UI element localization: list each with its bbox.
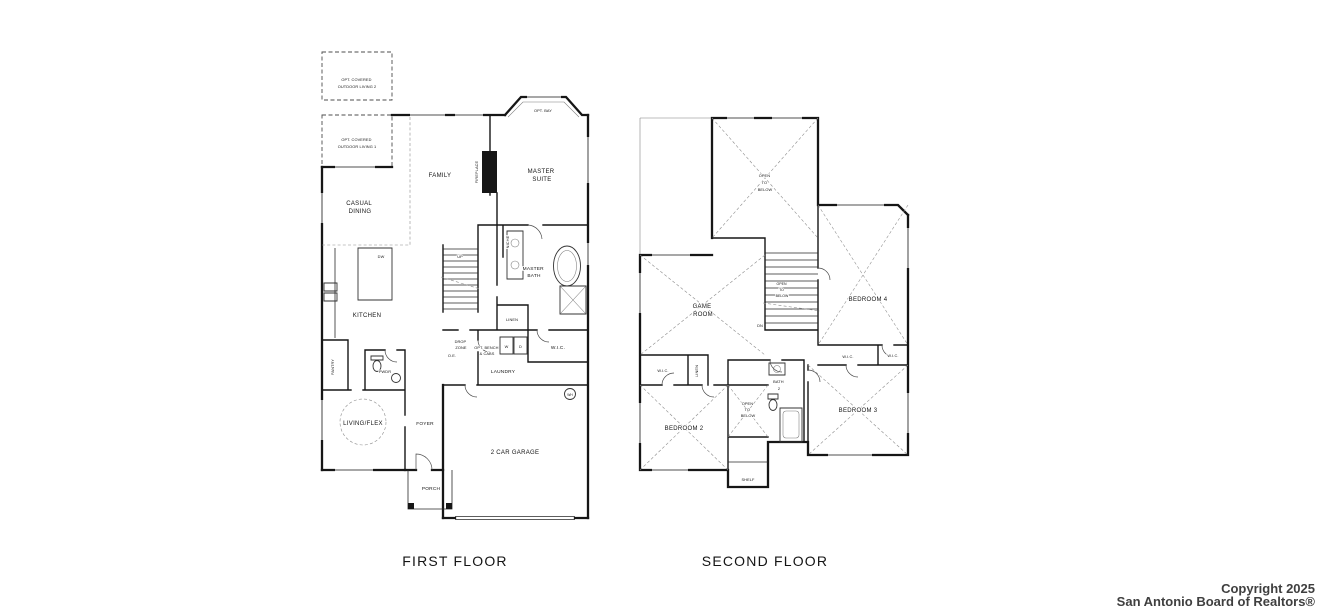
first-floor-plan: OPT. COVERED OUTDOOR LIVING 2 OPT. COVER… xyxy=(320,51,590,520)
bay-window-inner-line xyxy=(507,101,580,118)
first-floor-labels: OPT. COVERED OUTDOOR LIVING 2 OPT. COVER… xyxy=(329,76,574,493)
fireplace-block xyxy=(482,151,497,193)
label-wic-bedroom2: W.I.C. xyxy=(657,368,668,373)
label-open-to-below-stairs: OPEN TO BELOW xyxy=(776,282,789,298)
label-linen: LINEN xyxy=(694,365,699,377)
label-pantry: PANTRY xyxy=(330,359,335,375)
label-washer: W xyxy=(505,344,509,349)
second-floor-interior-walls xyxy=(639,204,909,488)
label-master-suite: MASTER SUITE xyxy=(528,169,557,183)
label-shelf: SHELF xyxy=(741,477,755,482)
label-kitchen: KITCHEN xyxy=(353,313,381,319)
second-floor-stairs xyxy=(762,252,821,324)
label-water-heater: WH xyxy=(567,393,573,397)
water-heater xyxy=(564,388,576,400)
first-floor-kitchen-fixtures xyxy=(322,117,411,338)
label-master-wic: W.I.C. xyxy=(551,345,565,351)
label-family: FAMILY xyxy=(429,173,452,179)
second-floor-plan: OPEN TO BELOW GAME ROOM OPEN TO BELOW DN… xyxy=(638,116,910,489)
label-garage: 2 CAR GARAGE xyxy=(491,450,540,456)
label-opt-outdoor-living-2: OPT. COVERED OUTDOOR LIVING 2 xyxy=(338,77,377,89)
copyright-line-2: San Antonio Board of Realtors® xyxy=(1116,594,1315,610)
second-floor-labels: OPEN TO BELOW GAME ROOM OPEN TO BELOW DN… xyxy=(657,172,900,483)
label-porch: PORCH xyxy=(422,486,441,492)
first-floor-windows xyxy=(320,95,590,472)
first-floor-caption: FIRST FLOOR xyxy=(402,553,508,569)
first-floor-master-bath-fixtures xyxy=(506,230,587,315)
first-floor-porch xyxy=(407,470,453,510)
label-game-room: GAME ROOM xyxy=(693,304,714,318)
tub xyxy=(779,407,803,443)
first-floor-interior-walls xyxy=(321,101,589,471)
label-opt-bay: OPT. BAY xyxy=(534,108,552,113)
label-casual-dining: CASUAL DINING xyxy=(346,201,374,215)
label-bath-2: BATH 2 xyxy=(773,379,785,391)
label-linen: LINEN xyxy=(506,317,518,322)
label-dryer: D xyxy=(519,344,522,349)
label-foyer: FOYER xyxy=(416,421,434,427)
label-powder: PWDR xyxy=(379,369,391,374)
first-floor-door-arcs xyxy=(384,224,550,471)
vanity xyxy=(506,230,524,280)
sink xyxy=(391,373,401,383)
label-master-bath: MASTER BATH xyxy=(523,266,546,279)
label-wic-b: W.I.C. xyxy=(887,353,898,358)
second-floor-door-arcs xyxy=(661,267,895,398)
label-stairs-up: UP xyxy=(457,254,463,259)
label-bedroom-3: BEDROOM 3 xyxy=(839,408,878,414)
first-floor-outer-walls xyxy=(320,95,590,520)
toilet xyxy=(372,360,382,372)
toilet xyxy=(768,399,778,411)
porch-post xyxy=(446,503,452,509)
label-laundry: LAUNDRY xyxy=(491,369,516,375)
second-floor-bath-fixtures xyxy=(767,362,803,443)
label-stairs-down: DN xyxy=(757,323,763,328)
second-floor-windows xyxy=(638,116,910,472)
label-open-to-below-top: OPEN TO BELOW xyxy=(758,173,773,192)
label-oe: O.E. xyxy=(448,353,456,358)
first-floor-stairs xyxy=(440,248,481,310)
label-dishwasher: DW xyxy=(378,254,385,259)
porch-post xyxy=(408,503,414,509)
vanity xyxy=(768,362,786,376)
label-drop-zone: DROP ZONE xyxy=(455,339,468,350)
label-niche: NICHE xyxy=(505,235,510,248)
label-bedroom-4: BEDROOM 4 xyxy=(849,297,888,303)
copyright-notice: Copyright 2025 San Antonio Board of Real… xyxy=(1117,582,1315,609)
second-floor-caption: SECOND FLOOR xyxy=(701,553,829,569)
second-floor-ceiling-tray-lines xyxy=(639,117,909,471)
label-fireplace: FIREPLACE xyxy=(474,160,479,183)
first-floor-living-flex-opt-shape xyxy=(339,398,387,446)
label-wic-a: W.I.C. xyxy=(842,354,853,359)
second-floor-roof-edges xyxy=(639,117,712,255)
label-opt-outdoor-living-1: OPT. COVERED OUTDOOR LIVING 1 xyxy=(338,137,377,149)
first-floor-powder-fixtures xyxy=(370,355,401,383)
first-floor-laundry-fixtures xyxy=(499,336,576,400)
label-living-flex: LIVING/FLEX xyxy=(343,421,383,427)
first-floor-garage-door xyxy=(455,516,575,520)
first-floor-optional-dashed-areas xyxy=(321,51,393,168)
label-opt-bench: OPT. BENCH & CABS xyxy=(474,345,500,356)
copyright-line-1: Copyright 2025 xyxy=(1221,580,1315,596)
label-open-to-below-shaft: OPEN TO BELOW xyxy=(741,401,756,418)
label-bedroom-2: BEDROOM 2 xyxy=(665,426,704,432)
